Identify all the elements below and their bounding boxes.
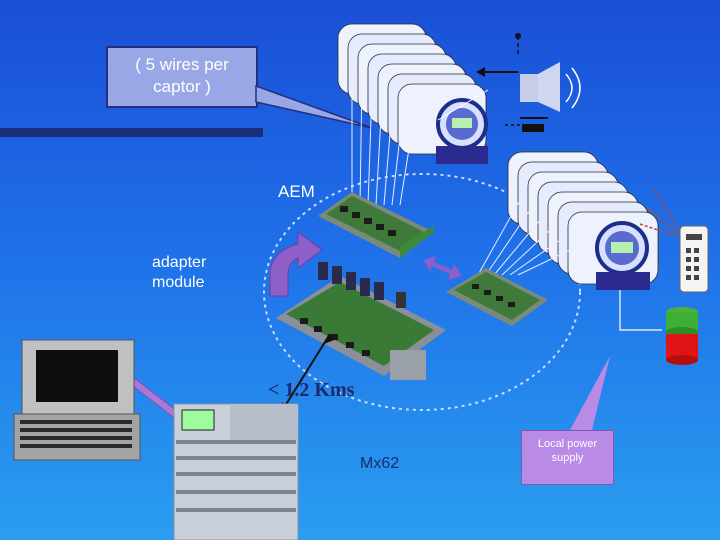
sensor-stack-icon — [337, 23, 488, 164]
curved-arrow — [269, 231, 323, 297]
decorative-bar — [0, 128, 263, 137]
adapter-board-icon — [276, 262, 446, 380]
relay-icon — [476, 33, 548, 132]
callout-line2: captor ) — [153, 77, 211, 96]
local-power-supply-box: Local power supply — [521, 430, 614, 485]
mx62-panel-icon — [173, 403, 299, 540]
remote-control-icon — [639, 189, 709, 293]
aem-board-icon — [446, 268, 548, 326]
adapter-module-label: adapter module — [152, 253, 262, 293]
aem-board-icon — [318, 192, 434, 258]
wires-callout: ( 5 wires per captor ) — [106, 46, 258, 108]
horn-icon — [437, 62, 581, 121]
mx62-label: Mx62 — [360, 455, 400, 472]
adapter-label-line1: adapter — [152, 254, 207, 271]
distance-label: < 1.2 Kms — [268, 379, 355, 401]
laptop-icon — [13, 339, 141, 461]
sensor-stack-icon — [507, 151, 659, 290]
callout-line1: ( 5 wires per — [135, 55, 229, 74]
network-circle — [263, 173, 581, 411]
callout-pointer — [255, 84, 373, 129]
power-label-line2: supply — [551, 452, 584, 464]
link-arrow — [279, 333, 331, 415]
power-label-line1: Local power — [537, 438, 598, 450]
aem-label: AEM — [278, 182, 315, 201]
beacon-icon — [619, 290, 698, 365]
double-arrow — [424, 256, 462, 280]
power-pointer — [570, 356, 610, 430]
adapter-label-line2: module — [152, 274, 205, 291]
